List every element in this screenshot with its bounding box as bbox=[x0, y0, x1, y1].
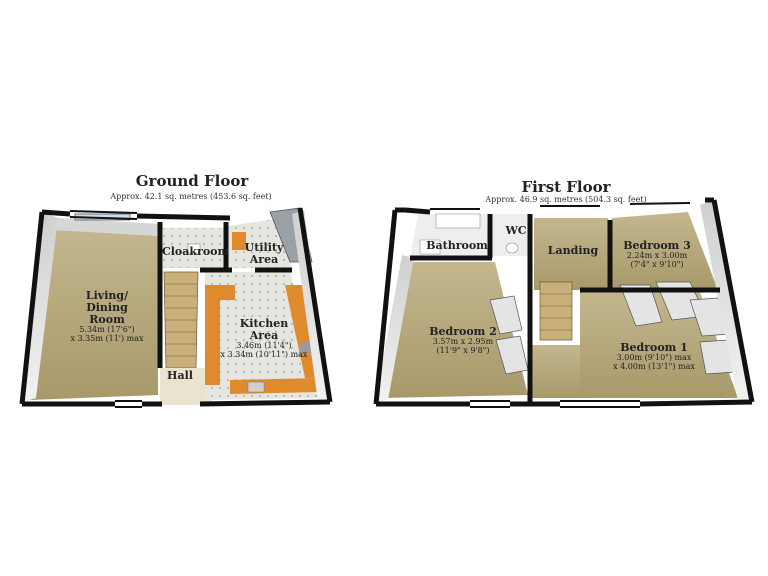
kitchen-dim-2: x 3.34m (10'11") max bbox=[220, 349, 308, 359]
bedroom1-name: Bedroom 1 bbox=[620, 341, 688, 354]
kitchen-worktop bbox=[205, 285, 235, 385]
room-label-hall: Hall bbox=[162, 369, 198, 382]
room-label-bedroom3: Bedroom 3 2.24m x 3.00m (7'4" x 9'10") bbox=[614, 239, 700, 270]
room-label-bathroom: Bathroom bbox=[424, 239, 490, 252]
ground-stairs bbox=[163, 271, 199, 369]
utility-name-2: Area bbox=[249, 253, 279, 267]
utility-floor bbox=[228, 218, 292, 268]
bedroom3-dim-1: 2.24m x 3.00m bbox=[626, 251, 688, 261]
room-label-wc: WC bbox=[503, 224, 529, 237]
cloakroom-name: Cloakroom bbox=[162, 245, 230, 258]
bathroom-name: Bathroom bbox=[426, 239, 488, 252]
wc-name: WC bbox=[505, 224, 527, 237]
room-label-cloakroom: Cloakroom bbox=[162, 245, 230, 258]
landing-floor bbox=[534, 218, 612, 290]
bedroom1-dim-1: 3.00m (9'10") max bbox=[616, 353, 692, 363]
landing-name: Landing bbox=[547, 244, 599, 257]
living-dim-1: 5.34m (17'6") bbox=[79, 325, 135, 335]
living-name-3: Room bbox=[89, 313, 125, 327]
room-label-bedroom1: Bedroom 1 3.00m (9'10") max x 4.00m (13'… bbox=[604, 341, 704, 372]
bedroom2-dim-1: 3.57m x 2.95m bbox=[432, 337, 494, 347]
bedroom-2-floor bbox=[382, 262, 528, 398]
kitchen-name-1: Kitchen bbox=[239, 317, 289, 330]
bedroom2-dim-2: (11'9" x 9'8") bbox=[436, 345, 490, 355]
bedroom2-name: Bedroom 2 bbox=[429, 325, 497, 338]
room-label-kitchen: Kitchen Area 3.46m (11'4") x 3.34m (10'1… bbox=[216, 317, 312, 360]
kitchen-dim-1: 3.46m (11'4") bbox=[236, 341, 292, 351]
ground-floor-plan bbox=[19, 207, 333, 408]
ground-floor-title: Ground Floor bbox=[135, 172, 249, 190]
first-stairs bbox=[539, 281, 573, 341]
bedroom3-name: Bedroom 3 bbox=[623, 239, 691, 252]
first-floor-plan bbox=[373, 197, 755, 408]
room-label-utility: Utility Area bbox=[242, 241, 286, 267]
hall-name: Hall bbox=[167, 369, 193, 382]
first-floor-title: First Floor bbox=[521, 178, 611, 196]
living-dim-2: x 3.35m (11') max bbox=[70, 334, 144, 344]
room-label-landing: Landing bbox=[543, 244, 603, 257]
living-room-wall bbox=[22, 212, 58, 402]
room-label-living: Living/ Dining Room 5.34m (17'6") x 3.35… bbox=[62, 289, 152, 344]
kitchen-name-2: Area bbox=[249, 329, 279, 343]
bedroom3-dim-2: (7'4" x 9'10") bbox=[630, 259, 684, 269]
living-name-2: Dining bbox=[86, 301, 128, 315]
hall-floor bbox=[160, 368, 212, 405]
living-room-floor bbox=[30, 225, 158, 400]
first-floor-area: Approx. 46.9 sq. metres (504.3 sq. feet) bbox=[485, 195, 647, 204]
bedroom1-dim-2: x 4.00m (13'1") max bbox=[613, 361, 695, 371]
wc-floor bbox=[492, 214, 530, 256]
bedroom-3-floor bbox=[612, 212, 718, 290]
room-label-bedroom2: Bedroom 2 3.57m x 2.95m (11'9" x 9'8") bbox=[420, 325, 506, 356]
ground-floor-area: Approx. 42.1 sq. metres (453.6 sq. feet) bbox=[110, 192, 272, 201]
utility-name-1: Utility bbox=[244, 241, 284, 254]
living-name-1: Living/ bbox=[85, 289, 129, 302]
